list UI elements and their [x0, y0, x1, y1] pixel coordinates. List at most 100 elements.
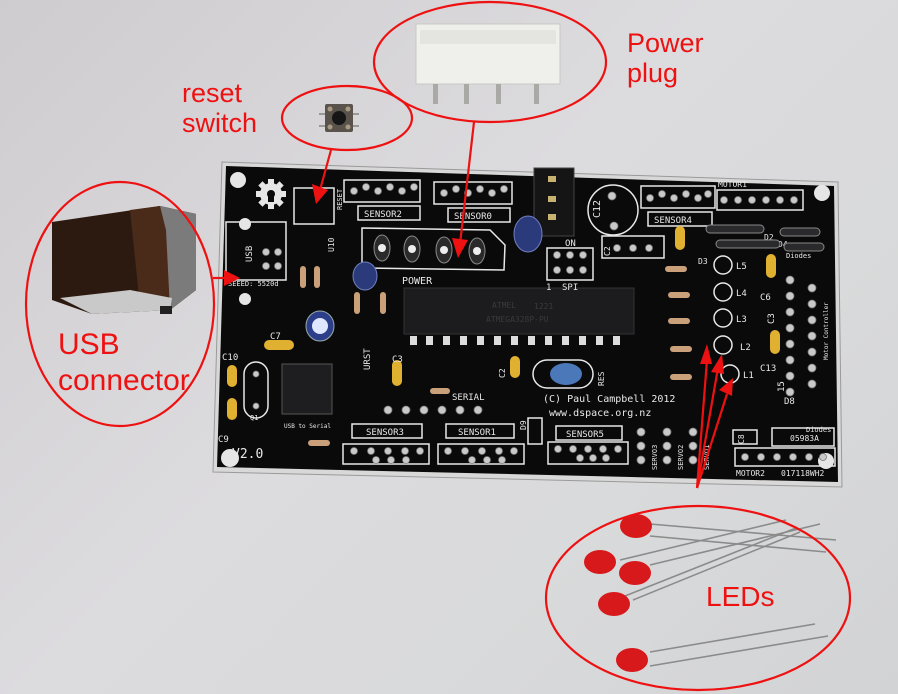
label-sensor2: SENSOR2 [364, 210, 402, 220]
arrowhead-icon [312, 184, 328, 204]
label-c2-top: C2 [603, 246, 612, 256]
power-plug-photo [415, 23, 561, 104]
chip-brand: ATMEL [492, 301, 516, 310]
leds-photo [584, 514, 837, 672]
diode [705, 224, 765, 234]
arrowhead-icon [719, 378, 733, 396]
led-footprints [713, 255, 740, 384]
power-connector-footprint [361, 227, 506, 271]
resonator [550, 363, 582, 385]
pcb-board: RESET USB SEEED: 5520d U10 SENSOR2 SENSO… [212, 161, 843, 488]
servo-headers [636, 427, 698, 465]
label-urst: URST [363, 348, 373, 370]
label-c3-right: C3 [767, 313, 777, 324]
label-usb-serial: USB to Serial [284, 423, 331, 430]
annotation-usb-connector-line1: USB [58, 328, 120, 361]
annotation-reset-switch-line1: reset [182, 78, 243, 108]
atmega-chip: ATMEL 1221 ATMEGA328P-PU [403, 287, 635, 345]
label-motor1: MOTOR1 [718, 180, 747, 189]
crystal-q1 [243, 361, 269, 419]
serial-header [383, 405, 483, 415]
label-on: ON [565, 239, 576, 249]
resistors [300, 266, 692, 446]
led-arrow-line-1 [695, 359, 709, 489]
annotation-arrowheads [224, 184, 733, 396]
label-l3: L3 [736, 315, 747, 325]
label-reset: RESET [336, 188, 344, 210]
label-c2-bottom: C2 [498, 368, 507, 378]
led-arrow-line-3 [695, 393, 729, 489]
chip-part: ATMEGA328P-PU [486, 315, 549, 324]
mounting-hole [230, 172, 246, 188]
label-spi-pin1: 1 [546, 283, 551, 293]
label-l4: L4 [736, 289, 747, 299]
annotation-power-plug-line1: Power [627, 28, 704, 58]
label-motor2: MOTOR2 [736, 469, 765, 478]
label-c8: C8 [737, 434, 746, 444]
mounting-hole [221, 449, 239, 467]
sensor2-header [350, 183, 418, 195]
label-d4: D4 [778, 240, 788, 249]
annotation-power-plug-line2: plug [627, 58, 679, 88]
pcb-version: V2.0 [232, 447, 263, 462]
reset-arrow-line [318, 149, 333, 191]
annotation-reset-switch-line2: switch [182, 108, 258, 138]
label-l5: L5 [736, 262, 747, 272]
label-part-a: 05983A [790, 434, 819, 443]
label-d2: D2 [764, 233, 774, 242]
annotation-reset-switch: reset switch [182, 80, 257, 137]
led-arrow-line-2 [695, 367, 720, 489]
diode [715, 239, 781, 249]
mounting-hole [814, 185, 830, 201]
label-c6: C6 [760, 293, 771, 303]
ceramic-capacitors [227, 226, 780, 420]
annotation-usb-connector-line2: connector [58, 364, 190, 397]
label-seeed: SEEED: 5520d [228, 280, 279, 288]
label-c3-left: C3 [392, 355, 403, 365]
annotation-shapes [24, 0, 852, 692]
label-diodes-bottom: Diodes [806, 426, 831, 434]
annotation-power-plug: Power plug [627, 30, 704, 87]
usb-footprint [225, 221, 287, 281]
reset-switch-photo [319, 104, 359, 132]
usb-connector-photo [52, 206, 196, 314]
leds-ellipse [544, 504, 852, 692]
label-res: RES [597, 371, 606, 386]
electrolytic-capacitor [352, 261, 378, 291]
label-c12: C12 [592, 200, 603, 218]
chip-date: 1221 [534, 302, 553, 311]
motor-controller-header [785, 275, 817, 397]
label-l1: L1 [743, 371, 754, 381]
label-c9: C9 [218, 435, 229, 445]
label-power: POWER [402, 276, 433, 287]
label-sensor4: SENSOR4 [654, 216, 692, 226]
label-c7: C7 [270, 332, 281, 342]
label-l2: L2 [740, 343, 751, 353]
copyright-text: (C) Paul Campbell 2012 [543, 394, 675, 405]
annotation-leds: LEDs [706, 581, 775, 612]
label-usb: USB [245, 246, 255, 262]
label-sensor3: SENSOR3 [366, 428, 404, 438]
label-d8: D8 [784, 397, 795, 407]
label-part-b: 017118WH2 [781, 469, 825, 478]
label-diodes-top: Diodes [786, 252, 811, 260]
reset-switch-ellipse [280, 84, 414, 152]
url-text: www.dspace.org.nz [549, 408, 651, 419]
arrowhead-icon [452, 238, 468, 258]
label-c10: C10 [222, 353, 238, 363]
power-plug-ellipse [372, 0, 608, 124]
annotation-usb-connector: USB connector [58, 330, 190, 396]
label-servo3: SERVO3 [651, 445, 659, 470]
label-sensor1: SENSOR1 [458, 428, 496, 438]
label-q1: Q1 [250, 414, 258, 422]
label-spi: SPI [562, 283, 578, 293]
label-serial: SERIAL [452, 393, 485, 403]
gear-logo-icon [256, 179, 286, 209]
electrolytic-capacitor [513, 215, 543, 253]
arrowhead-icon [224, 270, 240, 286]
diode [779, 227, 821, 237]
diode [783, 242, 825, 252]
power-arrow-line [458, 121, 476, 245]
label-c13: C13 [760, 364, 776, 374]
